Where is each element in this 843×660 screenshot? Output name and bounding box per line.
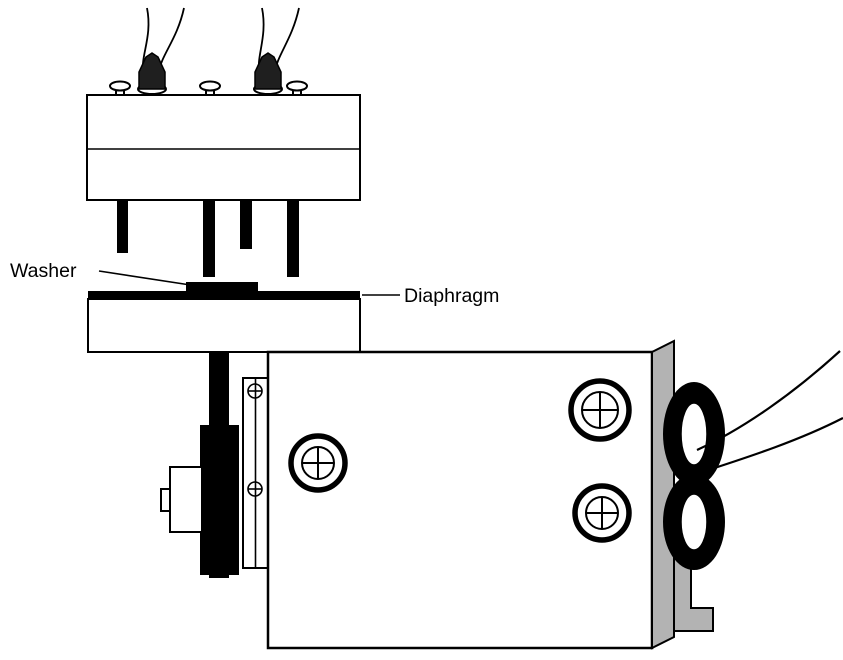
left-plate: [242, 377, 269, 569]
right-output-wires: [696, 350, 843, 475]
left-stem: [200, 352, 239, 578]
washer-label: Washer: [10, 260, 77, 282]
right-terminal-lug: [253, 52, 283, 95]
upper-housing: [87, 298, 361, 353]
diaphragm-label: Diaphragm: [404, 285, 499, 307]
coil-ring-bottom: [663, 474, 725, 570]
contact-pins: [117, 200, 299, 277]
screw-left: [288, 433, 348, 493]
left-terminal-lug: [137, 52, 167, 95]
terminal-screw-middle: [199, 80, 221, 97]
screw-bottom-right: [572, 483, 632, 543]
left-fitting: [160, 466, 203, 533]
diaphragm-part: [88, 291, 360, 299]
screw-top-right: [568, 378, 632, 442]
washer-leader-line: [98, 270, 198, 287]
terminal-block: [86, 94, 361, 201]
terminal-screw-right: [286, 80, 308, 97]
coil-ring-top: [663, 382, 725, 486]
washer-part: [186, 282, 258, 291]
terminal-screw-left: [109, 80, 131, 97]
